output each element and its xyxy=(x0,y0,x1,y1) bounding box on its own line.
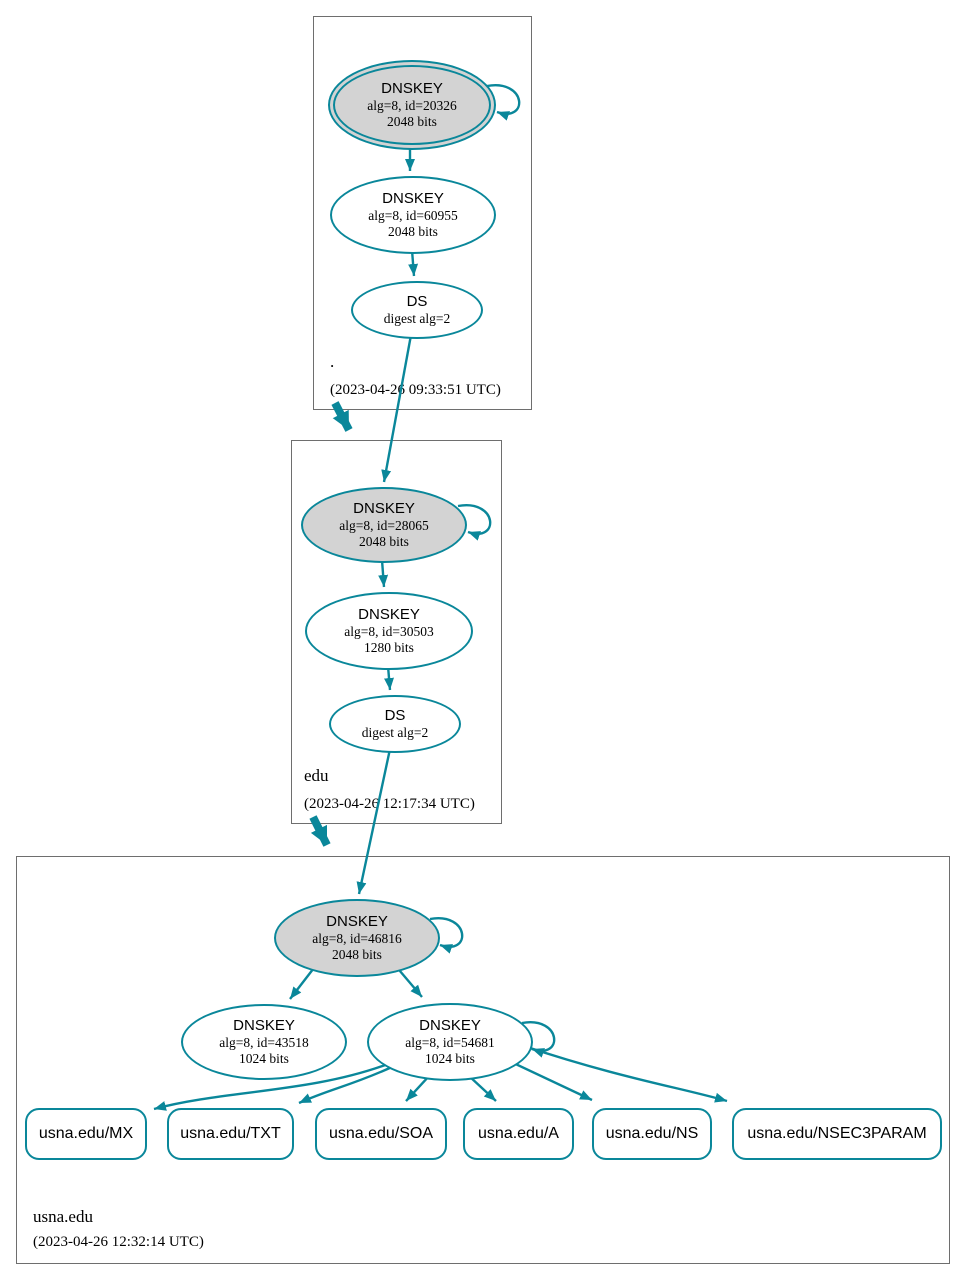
zone-timestamp-usna-edu: (2023-04-26 12:32:14 UTC) xyxy=(33,1234,204,1250)
ds-detail: digest alg=2 xyxy=(383,311,451,326)
ds-title: DS xyxy=(406,293,428,310)
dnskey-title: DNSKEY xyxy=(358,606,420,623)
rrset-label: usna.edu/A xyxy=(478,1125,559,1142)
dnskey-bits: 1024 bits xyxy=(425,1051,475,1066)
dnskey-detail: alg=8, id=30503 xyxy=(344,624,434,639)
dnskey-usna-ksk-46816[interactable]: DNSKEY alg=8, id=46816 2048 bits xyxy=(274,899,440,977)
dnskey-title: DNSKEY xyxy=(353,500,415,517)
zone-name-root: . xyxy=(330,352,335,371)
rrset-usna-edu-txt[interactable]: usna.edu/TXT xyxy=(167,1108,294,1160)
dnskey-edu-ksk-28065[interactable]: DNSKEY alg=8, id=28065 2048 bits xyxy=(301,487,467,563)
dnskey-detail: alg=8, id=43518 xyxy=(219,1035,309,1050)
dnskey-title: DNSKEY xyxy=(233,1017,295,1034)
rrset-usna-edu-ns[interactable]: usna.edu/NS xyxy=(592,1108,712,1160)
dnskey-detail: alg=8, id=54681 xyxy=(405,1035,495,1050)
zone-name-edu: edu xyxy=(304,766,329,785)
zone-name-usna-edu: usna.edu xyxy=(33,1207,93,1226)
dnskey-detail: alg=8, id=60955 xyxy=(368,208,458,223)
zone-box-usna-edu xyxy=(16,856,950,1264)
dnskey-detail: alg=8, id=28065 xyxy=(339,518,429,533)
ds-edu[interactable]: DS digest alg=2 xyxy=(329,695,461,753)
dnskey-root-zsk-60955[interactable]: DNSKEY alg=8, id=60955 2048 bits xyxy=(330,176,496,254)
rrset-usna-edu-a[interactable]: usna.edu/A xyxy=(463,1108,574,1160)
dnskey-bits: 2048 bits xyxy=(388,224,438,239)
rrset-label: usna.edu/MX xyxy=(38,1125,134,1142)
ds-detail: digest alg=2 xyxy=(361,725,429,740)
zone-box-root xyxy=(313,16,532,410)
rrset-label: usna.edu/NSEC3PARAM xyxy=(747,1125,927,1142)
rrset-label: usna.edu/SOA xyxy=(328,1125,434,1142)
rrset-label: usna.edu/TXT xyxy=(180,1125,281,1142)
dnskey-bits: 2048 bits xyxy=(387,114,437,129)
dnskey-bits: 2048 bits xyxy=(332,947,382,962)
dnskey-usna-zsk-43518[interactable]: DNSKEY alg=8, id=43518 1024 bits xyxy=(181,1004,347,1080)
ds-root[interactable]: DS digest alg=2 xyxy=(351,281,483,339)
dnskey-detail: alg=8, id=20326 xyxy=(367,98,457,113)
rrset-label: usna.edu/NS xyxy=(605,1125,699,1142)
dnskey-bits: 1280 bits xyxy=(364,640,414,655)
ds-title: DS xyxy=(384,707,406,724)
zone-timestamp-root: (2023-04-26 09:33:51 UTC) xyxy=(330,382,501,398)
rrset-usna-edu-nsec3param[interactable]: usna.edu/NSEC3PARAM xyxy=(732,1108,942,1160)
dnskey-edu-zsk-30503[interactable]: DNSKEY alg=8, id=30503 1280 bits xyxy=(305,592,473,670)
rrset-usna-edu-soa[interactable]: usna.edu/SOA xyxy=(315,1108,447,1160)
zone-timestamp-edu: (2023-04-26 12:17:34 UTC) xyxy=(304,796,475,812)
dnskey-title: DNSKEY xyxy=(326,913,388,930)
dnskey-bits: 1024 bits xyxy=(239,1051,289,1066)
dnskey-detail: alg=8, id=46816 xyxy=(312,931,402,946)
dnskey-title: DNSKEY xyxy=(382,190,444,207)
rrset-usna-edu-mx[interactable]: usna.edu/MX xyxy=(25,1108,147,1160)
dnskey-root-ksk-20326[interactable]: DNSKEY alg=8, id=20326 2048 bits xyxy=(328,60,496,150)
dnskey-usna-zsk-54681[interactable]: DNSKEY alg=8, id=54681 1024 bits xyxy=(367,1003,533,1081)
dnskey-bits: 2048 bits xyxy=(359,534,409,549)
dnskey-title: DNSKEY xyxy=(381,80,443,97)
dnskey-title: DNSKEY xyxy=(419,1017,481,1034)
